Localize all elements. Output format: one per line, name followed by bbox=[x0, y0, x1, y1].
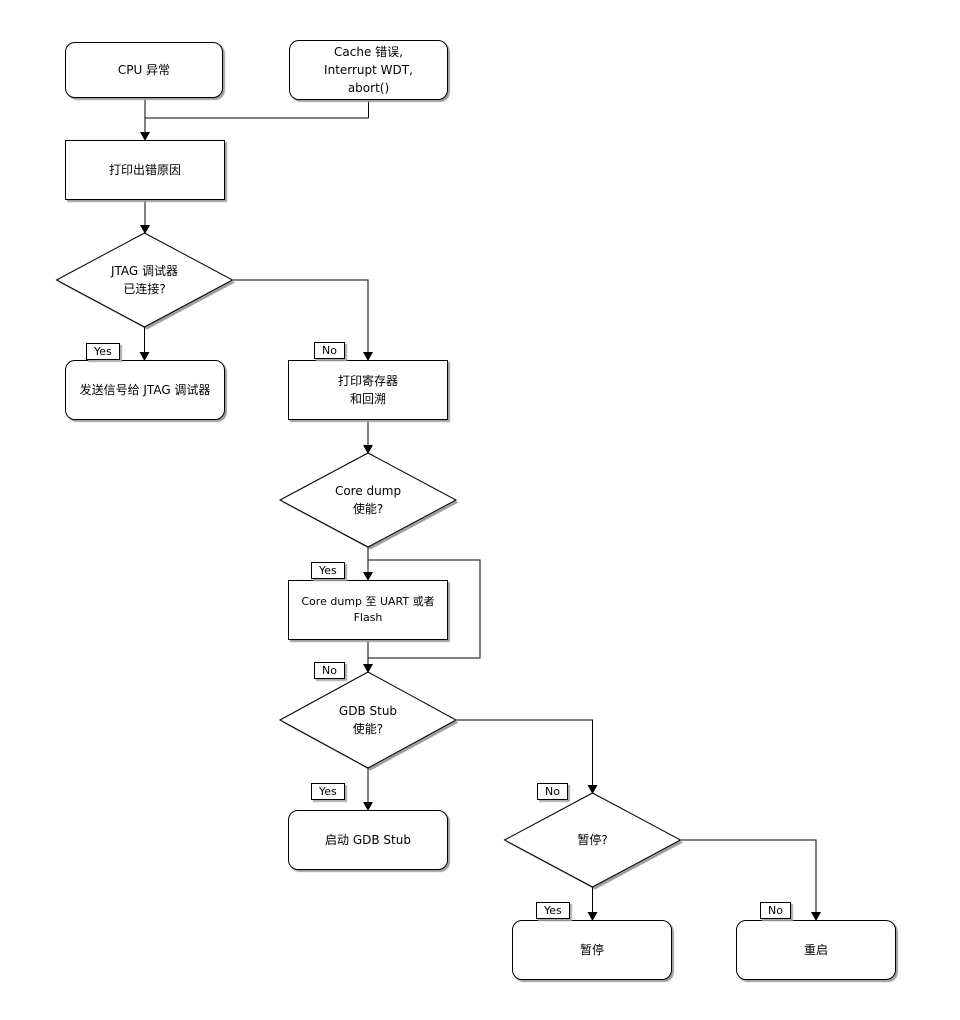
arrowhead bbox=[140, 225, 150, 234]
diamond-shadows bbox=[59, 235, 683, 890]
node-send-signal-jtag: 发送信号给 JTAG 调试器 bbox=[65, 360, 225, 420]
node-other-triggers: Cache 错误, Interrupt WDT, abort() bbox=[289, 40, 448, 100]
arrowhead bbox=[587, 912, 598, 921]
node-cpu-exception: CPU 异常 bbox=[65, 42, 223, 98]
node-label: 暂停 bbox=[579, 943, 604, 957]
node-label: CPU 异常 bbox=[117, 63, 171, 77]
node-label: Cache 错误, Interrupt WDT, abort() bbox=[324, 45, 413, 95]
arrowhead bbox=[363, 664, 373, 673]
node-label: 打印出错原因 bbox=[108, 163, 181, 177]
arrowheads bbox=[139, 132, 821, 921]
connector-gdb-no bbox=[456, 719, 593, 786]
arrowhead bbox=[587, 785, 598, 794]
arrowhead bbox=[811, 912, 821, 921]
node-reboot: 重启 bbox=[736, 920, 896, 980]
edge-label-gdb-stub-no: No bbox=[537, 783, 568, 800]
node-label: Core dump 至 UART 或者 Flash bbox=[301, 594, 435, 625]
node-label: 重启 bbox=[803, 943, 828, 957]
edge-label-core-dump-yes: Yes bbox=[311, 562, 345, 579]
edge-label-halt-no: No bbox=[760, 902, 791, 919]
arrowhead bbox=[363, 802, 373, 811]
node-label: 发送信号给 JTAG 调试器 bbox=[79, 383, 211, 397]
node-halt: 暂停 bbox=[512, 920, 672, 980]
halt-decision-diamond bbox=[503, 792, 682, 888]
edge-label-halt-yes: Yes bbox=[536, 902, 570, 919]
connector-jtag-no bbox=[232, 279, 369, 353]
gdb-stub-decision-diamond bbox=[278, 671, 458, 769]
connector-top-merge bbox=[144, 98, 369, 133]
arrowhead bbox=[363, 445, 373, 454]
arrowhead bbox=[140, 132, 150, 141]
connectors bbox=[144, 98, 817, 913]
edge-label-jtag-yes: Yes bbox=[86, 343, 120, 360]
edge-label-core-dump-no: No bbox=[314, 662, 345, 679]
node-label: 启动 GDB Stub bbox=[325, 833, 411, 847]
arrowhead bbox=[363, 352, 373, 361]
node-print-registers-backtrace: 打印寄存器 和回溯 bbox=[288, 360, 448, 420]
diamonds bbox=[55, 232, 682, 888]
connector-coredump-no-bypass bbox=[368, 559, 481, 659]
core-dump-decision-diamond bbox=[278, 452, 458, 548]
jtag-decision-diamond bbox=[55, 232, 234, 328]
edge-label-gdb-stub-yes: Yes bbox=[311, 783, 345, 800]
arrowhead bbox=[139, 352, 150, 361]
edge-label-jtag-no: No bbox=[314, 342, 345, 359]
node-core-dump-output: Core dump 至 UART 或者 Flash bbox=[288, 580, 448, 640]
node-label: 打印寄存器 和回溯 bbox=[337, 374, 398, 406]
node-start-gdb-stub: 启动 GDB Stub bbox=[288, 810, 448, 870]
connector-halt-no bbox=[680, 839, 817, 913]
node-print-error-reason: 打印出错原因 bbox=[65, 140, 225, 200]
arrowhead bbox=[363, 572, 373, 581]
